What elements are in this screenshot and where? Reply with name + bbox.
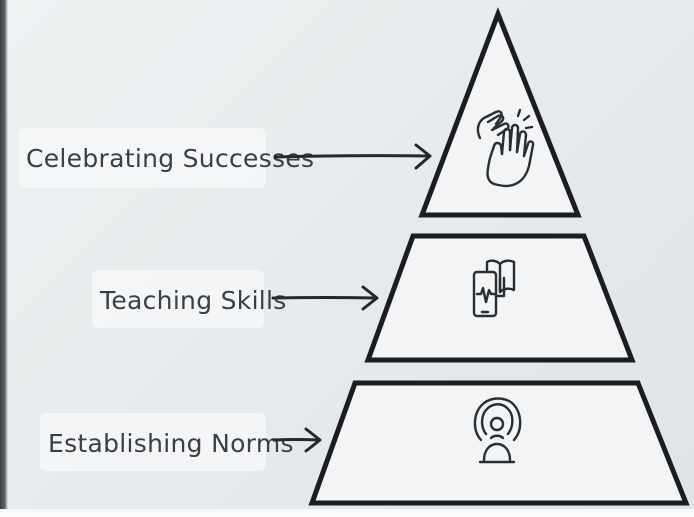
arrow-middle <box>271 285 379 311</box>
clapping-hands-icon <box>476 108 535 188</box>
tablet-book-icon <box>472 259 516 318</box>
arrow-middle-head <box>361 285 379 311</box>
arrow-bottom <box>272 427 322 453</box>
arrow-top-line <box>273 154 430 159</box>
arrow-bottom-line <box>272 438 320 442</box>
label-bg-top <box>18 128 266 188</box>
arrow-top <box>273 143 432 170</box>
pyramid-tier-middle <box>364 233 636 363</box>
level-label-norms: Establishing Norms <box>48 429 294 458</box>
level-label-celebrating: Celebrating Successes <box>26 144 314 173</box>
scan-edge-left <box>0 0 8 517</box>
label-bg-middle <box>92 270 264 328</box>
arrow-bottom-head <box>304 427 322 453</box>
arrow-top-head <box>414 143 432 170</box>
broadcast-person-icon <box>473 397 522 464</box>
arrow-middle-line <box>271 296 377 300</box>
label-bg-bottom <box>40 413 266 471</box>
level-label-teaching: Teaching Skills <box>99 286 287 315</box>
scan-edge-bottom <box>0 509 694 517</box>
